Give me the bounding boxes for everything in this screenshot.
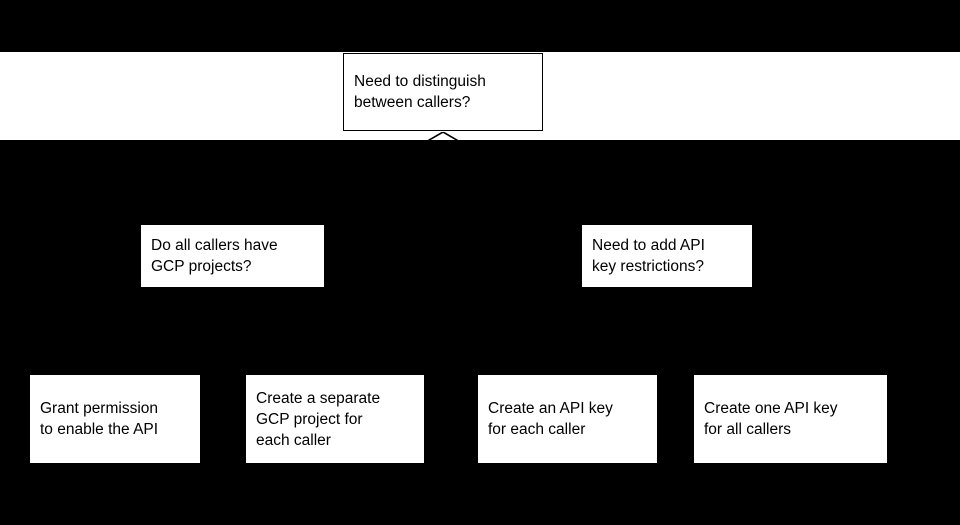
node-create-an-api-key-for-each-caller[interactable]: Create an API key for each caller — [478, 375, 657, 463]
node-need-to-distinguish-between-callers[interactable]: Need to distinguish between callers? — [343, 53, 543, 131]
node-label: Need to distinguish between callers? — [354, 73, 486, 111]
node-grant-permission-to-enable-the-api[interactable]: Grant permission to enable the API — [30, 375, 200, 463]
node-label: Create a separate GCP project for each c… — [256, 389, 381, 449]
node-label: Create one API key for all callers — [704, 400, 838, 438]
node-label: Need to add API key restrictions? — [592, 237, 705, 275]
node-create-a-separate-gcp-project-for-each-caller[interactable]: Create a separate GCP project for each c… — [246, 375, 424, 463]
connector-chevron-below-root — [423, 130, 463, 144]
node-create-one-api-key-for-all-callers[interactable]: Create one API key for all callers — [694, 375, 887, 463]
node-do-all-callers-have-gcp-projects[interactable]: Do all callers have GCP projects? — [141, 225, 324, 287]
node-need-to-add-api-key-restrictions[interactable]: Need to add API key restrictions? — [582, 225, 752, 287]
node-label: Grant permission to enable the API — [40, 400, 159, 438]
node-label: Do all callers have GCP projects? — [151, 237, 278, 275]
node-label: Create an API key for each caller — [488, 400, 613, 438]
